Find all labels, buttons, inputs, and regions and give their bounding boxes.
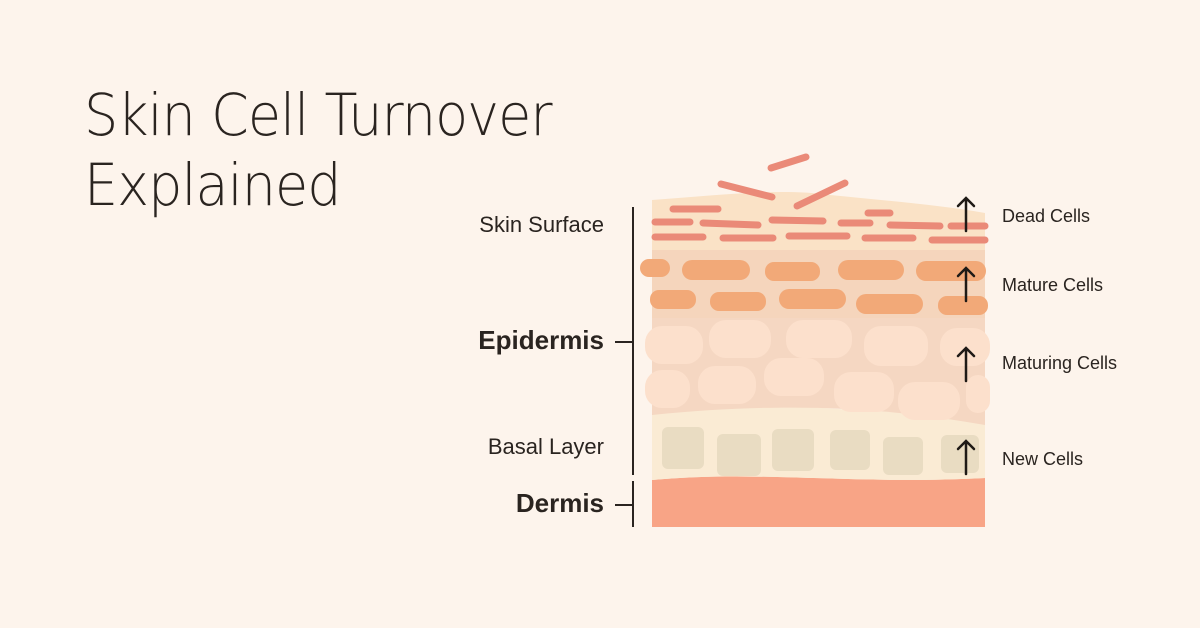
- label-epidermis: Epidermis: [478, 325, 604, 355]
- label-new-cells: New Cells: [1002, 449, 1084, 469]
- dead-cells: [651, 205, 989, 244]
- title-line-1: Skin Cell Turnover: [84, 81, 553, 149]
- title-line-2: Explained: [84, 151, 341, 219]
- label-maturing-cells: Maturing Cells: [1002, 353, 1118, 373]
- bracket-lines: [615, 207, 634, 527]
- up-arrow-icons: [956, 196, 976, 476]
- label-basal-layer: Basal Layer: [487, 434, 604, 459]
- page-title: Skin Cell Turnover Explained: [84, 80, 553, 220]
- label-dead-cells: Dead Cells: [1002, 206, 1091, 226]
- flaking-cells: [717, 153, 849, 210]
- label-mature-cells: Mature Cells: [1002, 275, 1104, 295]
- label-skin-surface: Skin Surface: [479, 212, 604, 237]
- mature-cells: [640, 259, 988, 315]
- label-dermis: Dermis: [515, 488, 604, 518]
- dermis-layer: [652, 476, 985, 527]
- maturing-cells: [645, 320, 990, 420]
